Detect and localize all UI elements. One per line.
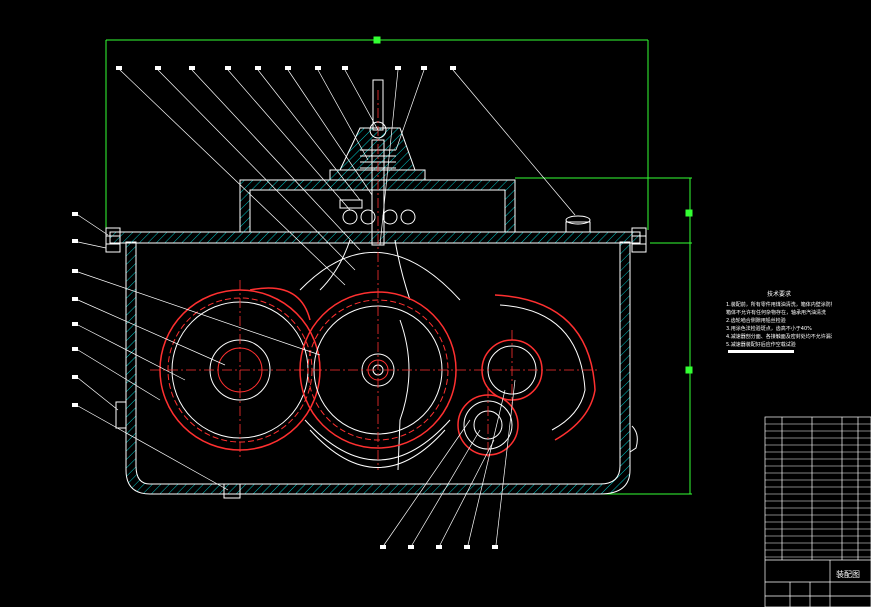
title-block — [765, 559, 871, 607]
notes-underline — [728, 350, 794, 353]
centerlines — [150, 90, 600, 470]
part-number-tags — [72, 66, 498, 549]
notes-line: 4.减速器剖分面、各接触面及密封处均不允许漏油 — [726, 334, 832, 340]
parts-list-rows — [765, 423, 871, 558]
notes-line: 5.减速器装配好后应作空载试验 — [726, 342, 796, 348]
notes-line: 2.齿轮啮合侧隙用铅丝检验 — [726, 318, 786, 324]
leader-lines — [77, 69, 576, 546]
notes-line: 3.用涂色法检验斑点，齿高不小于40% — [726, 326, 812, 332]
bolts — [105, 215, 647, 499]
notes-line: 1.装配前，所有零件用煤油清洗，箱体内壁涂防锈油漆 — [726, 302, 832, 308]
technical-notes: 技术要求 1.装配前，所有零件用煤油清洗，箱体内壁涂防锈油漆 箱体不允许有任何杂… — [726, 291, 832, 349]
notes-title: 技术要求 — [766, 291, 791, 298]
housing-section — [109, 127, 641, 495]
notes-line: 箱体不允许有任何杂物存在，轴承用汽油清洗 — [726, 310, 827, 316]
gears — [159, 287, 596, 456]
title-block-label: 装配图 — [836, 570, 860, 579]
shift-fork — [299, 239, 461, 471]
dimension-lines — [105, 36, 693, 495]
